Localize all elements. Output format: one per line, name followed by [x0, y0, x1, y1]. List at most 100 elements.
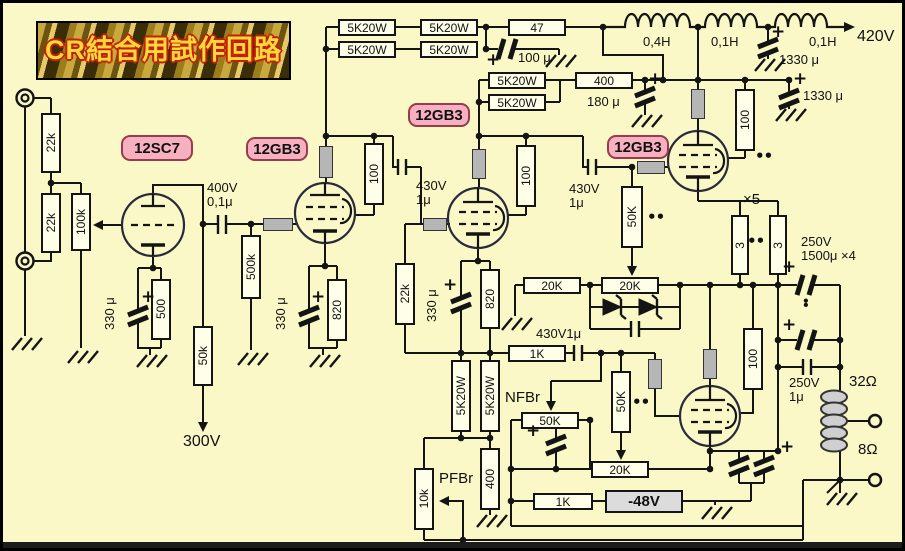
- resistor-22k: 22k: [41, 113, 61, 173]
- resistor-5k20w: 5K20W: [338, 41, 396, 58]
- resistor-5k20w: 5K20W: [488, 72, 546, 89]
- cap-label: 430V: [416, 178, 447, 193]
- stopper-resistor: [263, 218, 293, 231]
- potentiometer-20k: 20K: [601, 277, 659, 294]
- plate-supply-label: 300V: [183, 433, 221, 450]
- ground-symbols: [11, 54, 858, 528]
- output-coil: [820, 389, 848, 453]
- resistor-22k: 22k: [41, 193, 61, 253]
- io-terminals: [15, 88, 883, 488]
- stopper-resistor: [319, 146, 333, 178]
- resistor-400: 400: [575, 72, 633, 89]
- cap-label: 330 μ: [424, 289, 439, 322]
- resistor-5k20w: 5K20W: [488, 94, 546, 111]
- resistor-100-screen: 100: [516, 145, 536, 207]
- polarity-plus: +: [793, 69, 808, 89]
- cap-label: 1μ: [569, 195, 584, 210]
- cap-label: 430V: [569, 181, 600, 196]
- resistor-820: 820: [327, 279, 347, 341]
- polarity-plus: +: [526, 421, 541, 441]
- polarity-plus: +: [443, 275, 458, 295]
- resistor-3-cathode: 3: [769, 215, 787, 275]
- resistor-3-cathode: 3: [731, 215, 749, 275]
- output-32ohm-label: 32Ω: [849, 373, 877, 390]
- resistor-20k: 20K: [523, 277, 581, 294]
- resistor-100-screen: 100: [743, 328, 763, 390]
- ditto-dots: ••: [755, 147, 773, 165]
- resistor-5k20w: 5K20W: [338, 19, 396, 36]
- potentiometer-100k: 100k: [71, 193, 91, 251]
- cap-label: 0,1μ: [207, 194, 233, 209]
- resistor-5k20w-v: 5K20W: [480, 360, 500, 432]
- potentiometer-50k-nfb: 50K: [521, 412, 579, 429]
- cap-label: 1μ: [416, 192, 431, 207]
- potentiometer-10k-pfb: 10k: [414, 468, 434, 530]
- cap-label: 250V: [801, 234, 832, 249]
- tube-label-12sc7: 12SC7: [121, 135, 193, 161]
- polarity-plus: +: [771, 22, 786, 42]
- polarity-plus: +: [141, 287, 156, 307]
- junction-dots: [47, 23, 844, 544]
- cap-label: 100 μ: [518, 50, 551, 65]
- circuit-wiring: [11, 12, 883, 544]
- coupling-capacitors: [216, 159, 813, 375]
- bottom-border: [3, 542, 902, 548]
- stopper-resistor: [703, 349, 717, 379]
- cap-label: 1500μ ×4: [801, 248, 856, 263]
- tube-label-12gb3-3: 12GB3: [607, 135, 669, 159]
- resistor-50k-grid: 50K: [611, 371, 631, 433]
- pfb-label: PFBr: [439, 470, 474, 487]
- polarity-plus: +: [648, 69, 663, 89]
- tube-label-12gb3-2: 12GB3: [408, 103, 470, 127]
- cap-label: 250V: [789, 375, 820, 390]
- tube-label-12gb3-1: 12GB3: [246, 137, 308, 161]
- nfb-label: NFBr: [505, 389, 540, 406]
- polarity-plus: +: [782, 315, 797, 335]
- resistor-22k-grid: 22k: [395, 263, 415, 325]
- choke-label: 0,4H: [643, 34, 671, 49]
- resistor-1k-bias: 1K: [533, 493, 593, 510]
- ditto-dots: ••: [647, 208, 665, 226]
- resistor-1k: 1K: [508, 345, 566, 362]
- cap-label: 400V: [207, 180, 238, 195]
- resistor-100-screen: 100: [364, 143, 384, 205]
- resistor-47: 47: [508, 19, 566, 36]
- polarity-plus: +: [486, 50, 501, 70]
- cap-label: 1μ: [789, 389, 804, 404]
- resistor-500: 500: [151, 279, 171, 340]
- choke-label: 0,1H: [809, 34, 837, 49]
- title-text: CR結合用試作回路: [45, 35, 282, 65]
- resistor-5k20w: 5K20W: [420, 41, 478, 58]
- polarity-plus: +: [780, 437, 795, 457]
- tube-internals: [131, 131, 738, 446]
- resistor-5k20w-v: 5K20W: [451, 360, 471, 432]
- cap-label: 430V1μ: [536, 326, 582, 341]
- electrolytic-capacitors: [127, 36, 818, 478]
- ditto-dots: ••: [632, 393, 650, 411]
- ditto-dots-vertical: ••: [798, 299, 815, 308]
- choke-label: 0,1H: [711, 34, 739, 49]
- resistor-400-v: 400: [480, 448, 500, 510]
- potentiometer-20k-bias: 20K: [591, 461, 649, 478]
- cap-label: 180 μ: [587, 94, 620, 109]
- cap-label: 1330 μ: [803, 88, 844, 103]
- cap-label: 330 μ: [273, 297, 288, 330]
- resistor-500k: 500k: [241, 235, 261, 299]
- zener-diodes: [602, 294, 663, 320]
- resistor-50k: 50k: [193, 326, 213, 386]
- resistor-100-screen: 100: [735, 89, 755, 151]
- cap-label: 1330 μ: [779, 52, 820, 67]
- stopper-resistor: [691, 89, 705, 119]
- resistor-5k20w: 5K20W: [420, 19, 478, 36]
- stopper-resistor: [648, 359, 662, 389]
- cap-label: 330 μ: [102, 297, 117, 330]
- stopper-resistor: [472, 149, 486, 179]
- stopper-resistor: [423, 218, 447, 231]
- b-plus-label: 420V: [857, 28, 895, 45]
- choke-coils: [605, 12, 844, 29]
- title-banner: CR結合用試作回路: [36, 21, 291, 80]
- resistor-50k-grid: 50K: [621, 186, 643, 248]
- ditto-dots: ••: [747, 232, 765, 250]
- polarity-plus: +: [782, 257, 797, 277]
